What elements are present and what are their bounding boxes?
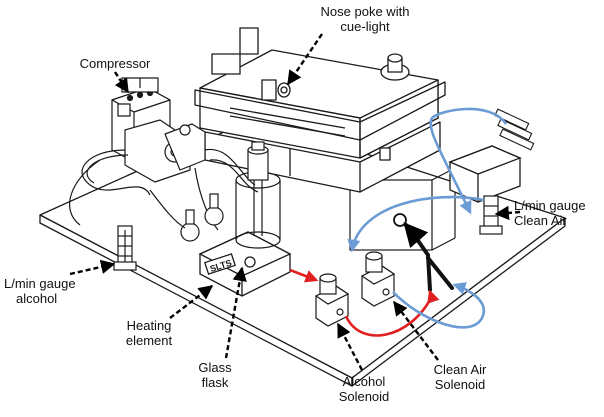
- label-glass-flask: Glass flask: [190, 360, 240, 390]
- label-clean-air-solenoid-line2: Solenoid: [434, 377, 486, 392]
- delivery-port: [393, 213, 407, 227]
- leader-nose-poke: [287, 33, 323, 86]
- gauge-alcohol: [113, 225, 137, 271]
- label-heating-element-line1: Heating: [126, 318, 172, 333]
- delivery-arrow: [403, 222, 429, 249]
- compressor: [111, 77, 206, 183]
- label-gauge-clean-air-line1: L/min gauge: [514, 198, 586, 213]
- label-compressor-line1: Compressor: [79, 56, 151, 71]
- leader-heating-element: [169, 285, 214, 319]
- alcohol-tubing: [289, 268, 440, 337]
- leader-lines: [69, 33, 521, 371]
- label-nose-poke-line2: cue-light: [340, 19, 390, 34]
- air-tubing: [69, 148, 259, 231]
- label-glass-flask-line1: Glass: [198, 360, 232, 375]
- label-gauge-alcohol-line1: L/min gauge: [4, 276, 76, 291]
- alcohol-solenoid: [314, 273, 350, 327]
- label-nose-poke: Nose poke with cue-light: [300, 4, 430, 34]
- label-alcohol-solenoid-line2: Solenoid: [338, 389, 390, 404]
- label-gauge-alcohol: L/min gauge alcohol: [4, 276, 94, 306]
- air-filters: [494, 108, 535, 151]
- label-heating-element: Heating element: [114, 318, 184, 348]
- leader-gauge-clean-air: [494, 205, 521, 221]
- label-compressor: Compressor: [60, 56, 170, 71]
- leader-clean-air-solenoid: [393, 300, 439, 361]
- label-gauge-clean-air-line2: Clean Air: [514, 213, 567, 228]
- base-board: [39, 117, 566, 387]
- label-gauge-alcohol-line2: alcohol: [16, 291, 58, 306]
- label-clean-air-solenoid: Clean Air Solenoid: [420, 362, 500, 392]
- label-alcohol-solenoid: Alcohol Solenoid: [326, 374, 402, 404]
- leader-alcohol-solenoid: [336, 322, 364, 371]
- bubblers: [149, 189, 224, 242]
- label-glass-flask-line2: flask: [201, 375, 229, 390]
- leader-glass-flask: [224, 266, 247, 359]
- leader-compressor: [113, 71, 130, 94]
- label-alcohol-solenoid-line1: Alcohol: [342, 374, 386, 389]
- leader-gauge-alcohol: [69, 259, 116, 276]
- label-heating-element-line2: element: [125, 333, 173, 348]
- label-gauge-clean-air: L/min gauge Clean Air: [514, 198, 600, 228]
- clean-air-pump: [448, 145, 522, 203]
- label-clean-air-solenoid-line1: Clean Air: [433, 362, 487, 377]
- clean-air-solenoid: [360, 251, 396, 307]
- clean-air-tubing: [347, 107, 508, 329]
- label-nose-poke-line1: Nose poke with: [320, 4, 410, 19]
- glass-flask: [235, 141, 281, 249]
